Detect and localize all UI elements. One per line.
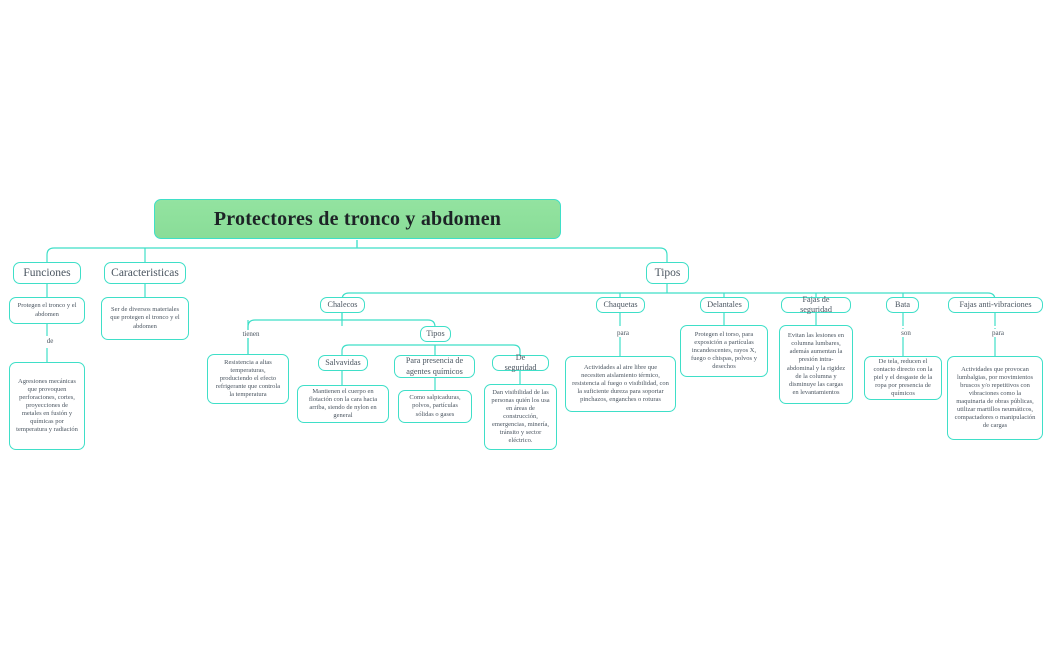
funciones-detail[interactable]: Agresiones mecánicas que provoquen perfo… xyxy=(9,362,85,450)
branch-caracteristicas[interactable]: Caracteristicas xyxy=(104,262,186,284)
type-chaquetas[interactable]: Chaquetas xyxy=(596,297,645,313)
edge-label-bata-son: son xyxy=(889,329,923,337)
fajas-seguridad-detail[interactable]: Evitan las lesiones en columna lumbares,… xyxy=(779,325,853,404)
type-fajas-seguridad[interactable]: Fajas de seguridad xyxy=(781,295,851,314)
chalecos-subtype-salvavidas-detail[interactable]: Mantienen el cuerpo en flotación con la … xyxy=(297,385,389,423)
delantales-detail[interactable]: Protegen el torso, para exposición a par… xyxy=(680,325,768,377)
edge-label-chaquetas-para: para xyxy=(606,329,640,337)
type-delantales[interactable]: Delantales xyxy=(700,297,749,313)
chalecos-subtype-quimicos[interactable]: Para presencia de agentes químicos xyxy=(394,355,475,378)
chalecos-subtype-salvavidas[interactable]: Salvavidas xyxy=(318,355,368,371)
branch-tipos[interactable]: Tipos xyxy=(646,262,689,284)
bata-detail[interactable]: De tela, reducen el contacto directo con… xyxy=(864,356,942,400)
type-bata[interactable]: Bata xyxy=(886,297,919,313)
type-fajas-antivibraciones[interactable]: Fajas anti-vibraciones xyxy=(948,297,1043,313)
caracteristicas-child[interactable]: Ser de diversos materiales que protegen … xyxy=(101,297,189,340)
edge-label-chalecos-tienen: tienen xyxy=(230,330,272,338)
chalecos-tienen-detail[interactable]: Resistencia a altas temperaturas, produc… xyxy=(207,354,289,404)
chalecos-subtype-quimicos-detail[interactable]: Como salpicaduras, polvos, partículas só… xyxy=(398,390,472,423)
edge-label-funciones-de: de xyxy=(33,337,67,345)
root-node[interactable]: Protectores de tronco y abdomen xyxy=(154,199,561,239)
chalecos-subtype-seguridad-detail[interactable]: Dan visibilidad de las personas quién lo… xyxy=(484,384,557,450)
branch-funciones[interactable]: Funciones xyxy=(13,262,81,284)
funciones-child[interactable]: Protegen el tronco y el abdomen xyxy=(9,297,85,324)
chalecos-subtype-seguridad[interactable]: De seguridad xyxy=(492,353,549,372)
fajas-antivibraciones-detail[interactable]: Actividades que provocan lumbalgias, por… xyxy=(947,356,1043,440)
chaquetas-detail[interactable]: Actividades al aire libre que necesiten … xyxy=(565,356,676,412)
type-chalecos[interactable]: Chalecos xyxy=(320,297,365,313)
chalecos-tipos[interactable]: Tipos xyxy=(420,326,451,342)
edge-label-fajas-antivibraciones-para: para xyxy=(981,329,1015,337)
